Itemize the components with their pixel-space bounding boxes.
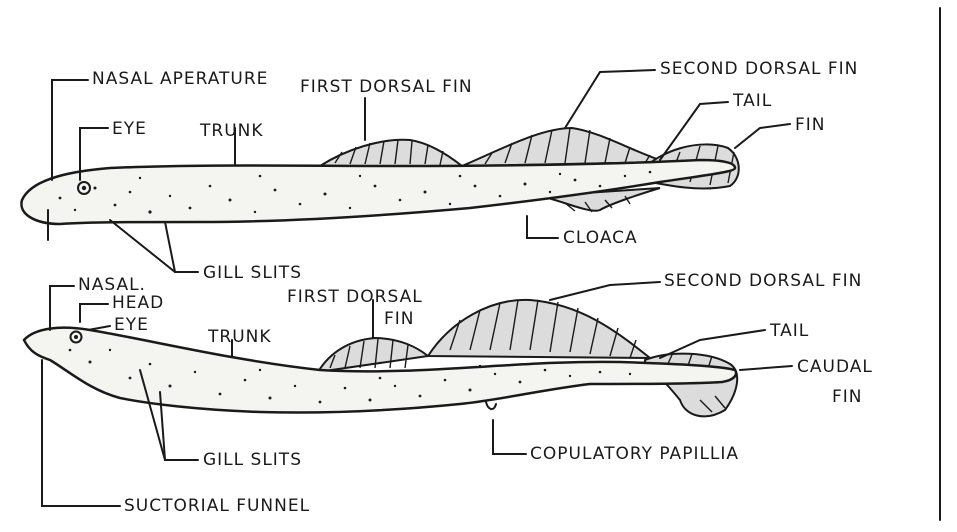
lower-label-trunk: TRUNK	[207, 327, 272, 347]
lower-label-second-dorsal-fin: SECOND DORSAL FIN	[664, 271, 862, 291]
upper-second-dorsal-fin	[462, 128, 665, 166]
lower-label-suctorial-funnel: SUCTORIAL FUNNEL	[124, 496, 310, 516]
upper-label-cloaca: CLOACA	[563, 228, 638, 248]
lower-label-eye: EYE	[114, 315, 149, 335]
lower-label-first-dorsal: FIRST DORSAL	[287, 287, 423, 307]
lower-label-gill-slits: GILL SLITS	[203, 450, 302, 470]
upper-label-eye: EYE	[112, 119, 147, 139]
lower-second-dorsal-fin	[428, 300, 650, 358]
upper-label-second-dorsal-fin: SECOND DORSAL FIN	[660, 59, 858, 79]
lower-label-caudal-fin: FIN	[832, 387, 863, 407]
upper-label-first-dorsal-fin: FIRST DORSAL FIN	[300, 77, 473, 97]
lower-label-caudal: CAUDAL	[797, 357, 873, 377]
lower-label-first-dorsal-fin: FIN	[384, 309, 415, 329]
lower-label-nasal: NASAL.	[78, 275, 146, 295]
upper-label-trunk: TRUNK	[199, 121, 264, 141]
upper-label-gill-slits: GILL SLITS	[203, 263, 302, 283]
lower-label-copulatory-papilla: COPULATORY PAPILLIA	[530, 444, 739, 464]
upper-label-fin: FIN	[795, 115, 826, 135]
copulatory-papilla-mark	[486, 402, 496, 409]
upper-label-nasal-aperature: NASAL APERATURE	[92, 69, 268, 89]
lower-label-head: HEAD	[112, 293, 164, 313]
upper-label-tail: TAIL	[732, 91, 772, 111]
lower-lamprey: NASAL. HEAD EYE TRUNK FIRST DORSAL FIN S…	[24, 271, 873, 516]
lower-label-tail: TAIL	[769, 321, 809, 341]
upper-lamprey: NASAL APERATURE FIRST DORSAL FIN SECOND …	[21, 59, 858, 283]
